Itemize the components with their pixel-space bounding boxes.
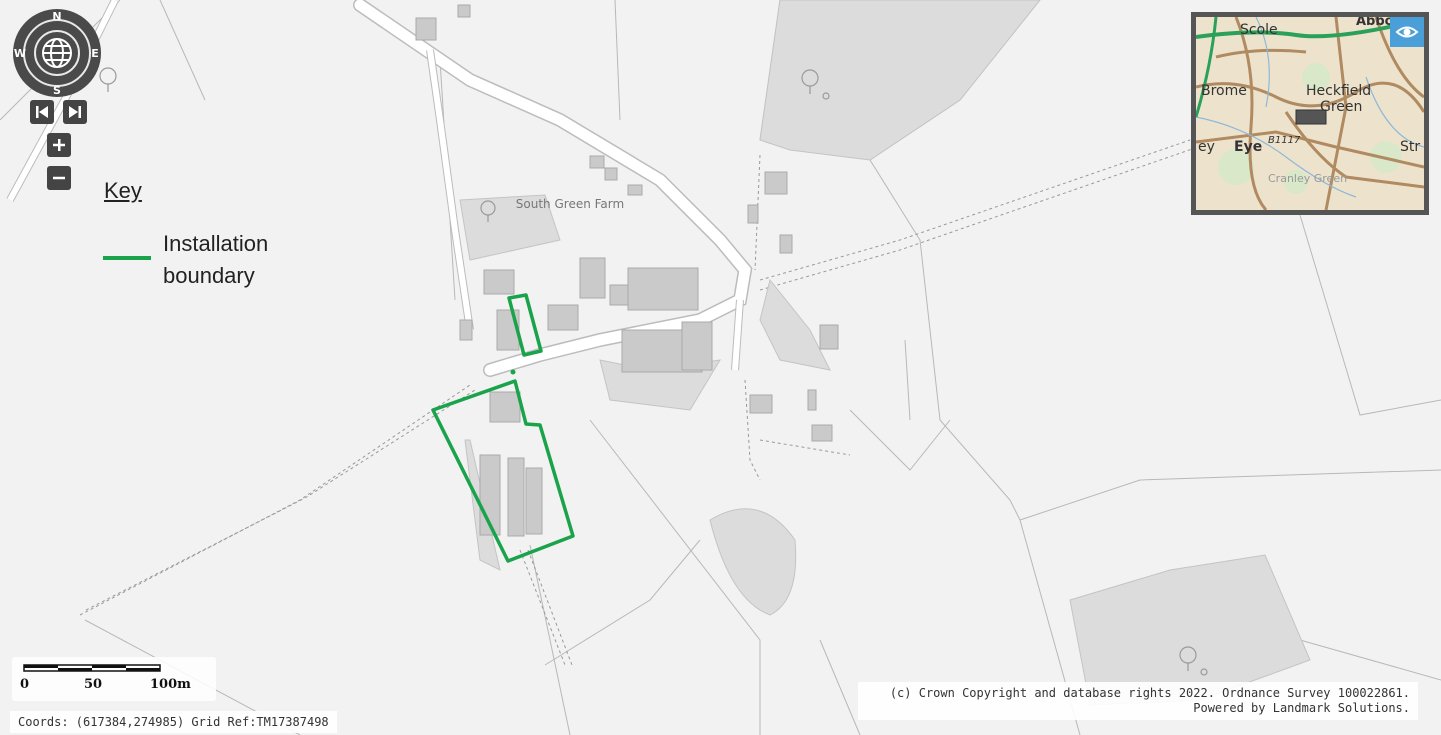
minimap-a-road-2 <box>1196 17 1218 118</box>
boundary-marker <box>510 369 516 375</box>
svg-text:Cranley Green: Cranley Green <box>1268 172 1347 185</box>
minimap-labels: Scole Abbotts Brome Heckfield Green ey E… <box>1198 17 1420 185</box>
zoom-out-button[interactable] <box>47 166 71 190</box>
minimap-extent-box <box>1295 109 1327 125</box>
overview-minimap[interactable]: Scole Abbotts Brome Heckfield Green ey E… <box>1191 12 1429 215</box>
eye-icon <box>1395 26 1419 38</box>
compass-control[interactable]: N E S W <box>12 8 102 98</box>
place-label: South Green Farm <box>516 197 624 211</box>
key-swatch-installation-boundary <box>103 256 151 260</box>
minus-icon <box>53 176 65 180</box>
svg-text:Heckfield: Heckfield <box>1306 83 1371 99</box>
tracks <box>79 139 1196 666</box>
minimap-streams <box>1196 17 1424 198</box>
skip-back-icon <box>36 106 48 118</box>
globe-icon <box>42 38 72 68</box>
coordinates-readout: Coords: (617384,274985) Grid Ref:TM17387… <box>10 711 337 733</box>
svg-text:Scole: Scole <box>1240 22 1278 38</box>
land-areas <box>459 0 1311 706</box>
copyright-line-1: (c) Crown Copyright and database rights … <box>889 686 1410 700</box>
minimap-a-road <box>1196 17 1424 39</box>
svg-text:Eye: Eye <box>1234 139 1262 155</box>
svg-text:Brome: Brome <box>1201 83 1247 99</box>
tree-symbols <box>99 67 1208 676</box>
scale-label-100m: 100m <box>150 677 191 692</box>
previous-extent-button[interactable] <box>30 100 54 124</box>
minimap-toggle-button[interactable] <box>1390 17 1424 47</box>
scale-label-50: 50 <box>84 677 103 692</box>
plus-icon <box>53 139 65 151</box>
next-extent-button[interactable] <box>63 100 87 124</box>
installation-boundary[interactable] <box>431 293 575 563</box>
svg-text:Green: Green <box>1320 99 1362 115</box>
copyright-line-2: Powered by Landmark Solutions. <box>1193 701 1410 715</box>
skip-forward-icon <box>69 106 81 118</box>
copyright-notice: (c) Crown Copyright and database rights … <box>858 682 1418 720</box>
minimap-woods <box>1218 63 1402 194</box>
compass-s: S <box>53 84 61 97</box>
scale-bar: 0 50 100m <box>12 657 216 701</box>
zoom-in-button[interactable] <box>47 133 71 157</box>
compass-w: W <box>14 47 26 60</box>
minimap-roads <box>1196 17 1424 210</box>
scale-label-0: 0 <box>20 677 30 692</box>
svg-text:Str: Str <box>1400 139 1420 155</box>
svg-text:ey: ey <box>1198 139 1215 155</box>
compass-e: E <box>91 47 99 60</box>
key-label-installation-boundary: Installation boundary <box>163 231 269 288</box>
svg-text:B1117: B1117 <box>1268 135 1301 146</box>
compass-n: N <box>52 10 61 23</box>
key-title: Key <box>104 178 142 203</box>
